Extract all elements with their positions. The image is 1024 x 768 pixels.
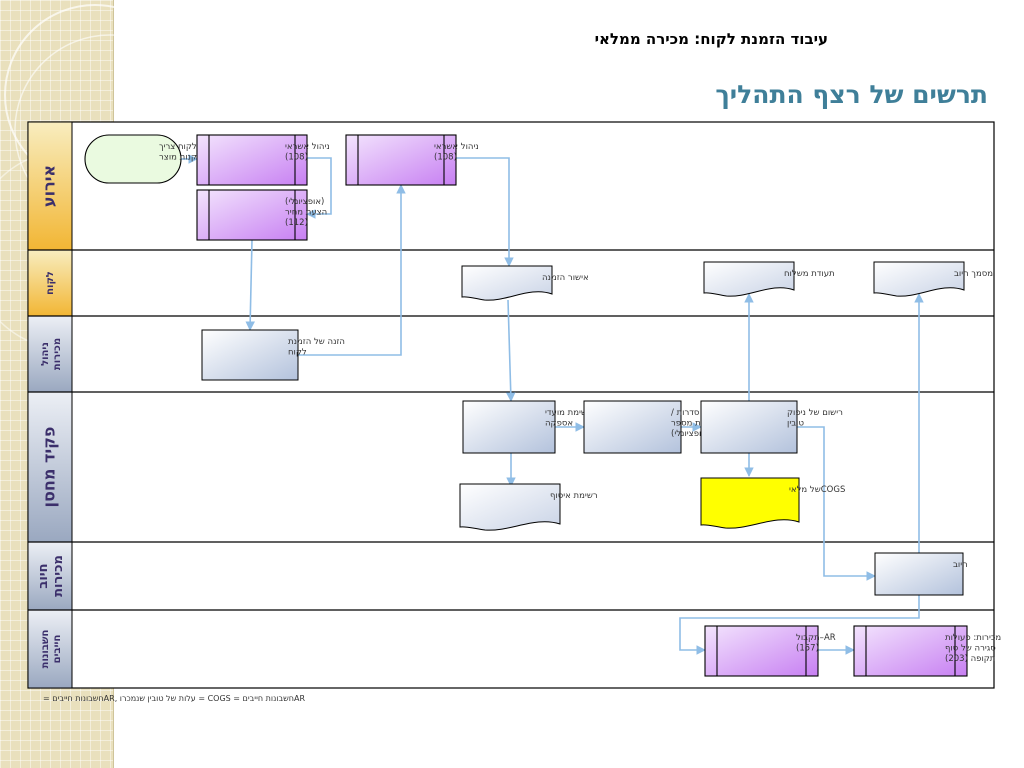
predefined-process-shape xyxy=(704,625,819,677)
terminal-shape xyxy=(84,134,182,184)
lane-label-ar: חשבונותחייבים xyxy=(40,630,63,669)
arrow-order-entry-credit2 xyxy=(298,184,406,356)
header-title: עיבוד הזמנת לקוח: מכירה ממלאי xyxy=(594,30,828,48)
node-text: ניהול אשראי xyxy=(434,142,479,152)
node-text: (אופציונלי) xyxy=(285,197,324,207)
node-text: רשימת איסוף xyxy=(550,491,598,501)
node-order-confirm: אישור הזמנה xyxy=(461,265,589,301)
predefined-process-shape xyxy=(345,134,457,186)
node-credit1: ניהול אשראי(108) xyxy=(196,134,330,186)
node-text: לקוח xyxy=(288,348,307,358)
document-shape xyxy=(461,265,553,301)
node-text: בדיקת סדרות / xyxy=(671,408,725,418)
node-text: הזנה של הזמנת xyxy=(288,337,345,347)
arrow-billing-ar-receipt xyxy=(679,595,920,655)
node-text: ניהול אשראי xyxy=(285,142,330,152)
lane-ar: חשבונותחייבים xyxy=(27,609,994,689)
lane-event: אירוע xyxy=(27,121,73,251)
node-text: לקנות מוצר xyxy=(159,153,202,163)
node-text: טובין xyxy=(787,419,804,429)
node-text: חיוב xyxy=(953,560,968,570)
node-text: רשימת מועדי xyxy=(545,408,592,418)
node-text: אישור הזמנה xyxy=(542,273,589,283)
process-shape xyxy=(874,552,964,596)
lane-label-bg xyxy=(27,609,73,689)
arrow-goods-issue-billing xyxy=(797,426,876,581)
node-invoice: מסמך חיוב xyxy=(873,261,993,297)
node-text: תקופה (203) xyxy=(945,654,995,664)
node-text: מסמך חיוב xyxy=(954,269,993,279)
node-text: AR–תקבול xyxy=(796,633,836,643)
lane-sales_billing: חיובמכירות xyxy=(27,541,994,611)
node-cogs: COGSשל מלאי xyxy=(700,477,845,529)
process-shape xyxy=(700,400,798,454)
document-shape xyxy=(873,261,965,297)
predefined-process-shape xyxy=(196,189,308,241)
arrow-price-order-entry xyxy=(245,239,255,331)
predefined-process-shape xyxy=(853,625,968,677)
lane-label-warehouse: פקיד מחסן xyxy=(40,427,59,508)
footnote: ARחשבונות חייבים = COGS = עלות של טובין … xyxy=(43,694,305,703)
arrow-order-confirm-delivery-list xyxy=(505,299,516,402)
lane-label-event: אירוע xyxy=(40,165,59,207)
node-text: הקצאת מספר xyxy=(671,419,723,429)
node-text: רישום של ניפוק xyxy=(787,408,843,418)
lane-label-sales_billing: חיובמכירות xyxy=(36,555,66,597)
process-shape xyxy=(583,400,682,454)
document-shape xyxy=(700,477,800,529)
node-text: סגירה של סוף xyxy=(945,644,996,654)
lane-sales_mgmt: ניהולמכירות xyxy=(27,315,994,393)
node-billing: חיוב xyxy=(874,552,968,596)
node-text: COGSשל מלאי xyxy=(789,485,845,495)
node-price: (אופציונלי)הצעת מחיר(112) xyxy=(196,189,327,241)
arrow-credit1-price xyxy=(306,157,332,219)
lane-label-bg xyxy=(27,121,73,251)
node-text: תעודת משלוח xyxy=(784,269,835,279)
node-delivery-note: תעודת משלוח xyxy=(703,261,835,297)
process-shape xyxy=(201,329,299,381)
node-text: מכירות: פעולות xyxy=(945,633,1001,643)
lane-customer: לקוח xyxy=(27,249,994,317)
page-title: תרשים של רצף התהליך xyxy=(715,80,988,109)
node-ar-receipt: AR–תקבול(157) xyxy=(704,625,836,677)
lane-label-bg xyxy=(27,315,73,393)
node-text: אספקה xyxy=(545,419,573,429)
node-text: (157) xyxy=(796,644,819,654)
node-credit2: ניהול אשראי(108) xyxy=(345,134,479,186)
document-shape xyxy=(459,483,561,531)
lane-label-sales_mgmt: ניהולמכירות xyxy=(40,338,63,370)
node-text: הצעת מחיר xyxy=(285,208,327,218)
arrow-credit2-order-confirm xyxy=(456,157,514,267)
node-text: (108) xyxy=(285,153,308,163)
document-shape xyxy=(703,261,795,297)
node-text: הלקוח צריך xyxy=(159,142,202,152)
node-picking-list: רשימת איסוף xyxy=(459,483,598,531)
lane-label-customer: לקוח xyxy=(45,271,56,295)
node-text: (112) xyxy=(285,218,308,228)
node-text: (108) xyxy=(434,153,457,163)
predefined-process-shape xyxy=(196,134,308,186)
process-shape xyxy=(462,400,556,454)
